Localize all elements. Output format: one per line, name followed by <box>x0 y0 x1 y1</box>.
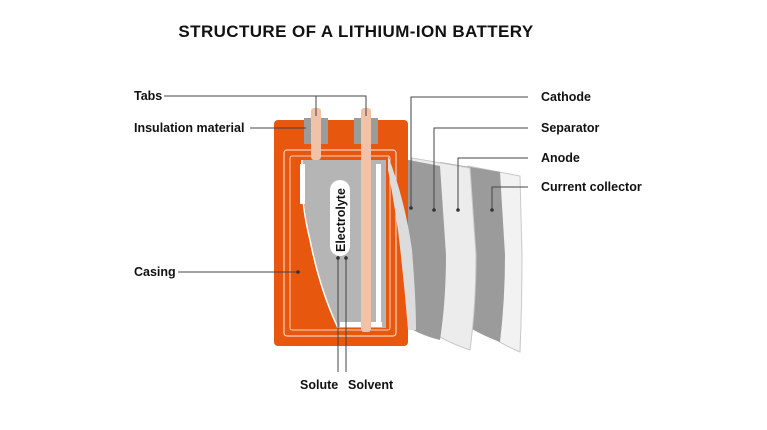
separator-label: Separator <box>541 121 599 135</box>
electrolyte-label: Electrolyte <box>334 188 348 252</box>
tabs-leader <box>164 95 367 116</box>
solute-dot <box>336 256 340 260</box>
electrolyte-badge <box>330 180 350 256</box>
cathode-label: Cathode <box>541 90 591 104</box>
collector-label: Current collector <box>541 180 642 194</box>
anode-label: Anode <box>541 151 580 165</box>
cathode-leader <box>410 96 528 208</box>
diagram-title: STRUCTURE OF A LITHIUM-ION BATTERY <box>178 22 534 41</box>
solute-label: Solute <box>300 378 338 392</box>
layer-curl <box>388 156 416 330</box>
casing-label: Casing <box>134 265 176 279</box>
anode-leader <box>457 157 528 210</box>
insulation-label: Insulation material <box>134 121 244 135</box>
frame-right <box>376 164 381 324</box>
insulation-rim <box>283 149 397 337</box>
separator-dot <box>432 208 436 212</box>
frame-left <box>300 164 305 204</box>
tab-left <box>311 108 321 160</box>
collector-leader <box>491 186 528 210</box>
tab-right <box>361 108 371 332</box>
solvent-dot <box>344 256 348 260</box>
cathode-dot <box>409 206 413 210</box>
insulation-rim-inner <box>289 155 391 331</box>
collector-dot <box>490 208 494 212</box>
solvent-label: Solvent <box>348 378 394 392</box>
separator-leader <box>433 127 528 210</box>
tabs-label: Tabs <box>134 89 162 103</box>
casing-dot <box>296 270 300 274</box>
anode-dot <box>456 208 460 212</box>
